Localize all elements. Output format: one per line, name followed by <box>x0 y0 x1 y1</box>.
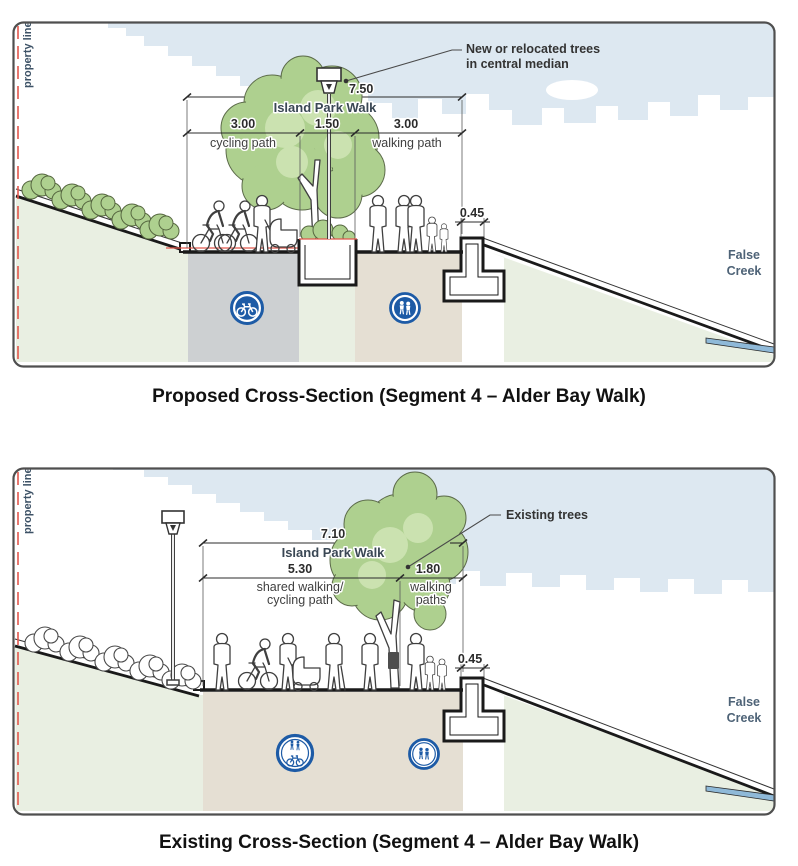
pedestrian-sign-icon <box>408 738 440 770</box>
seawall-footing <box>442 676 506 743</box>
tree-annotation-line2: in central median <box>466 57 569 71</box>
shared-path-label-line2: cycling path <box>267 593 333 607</box>
shore-slope-ground <box>489 252 774 362</box>
proposed-cross-section-diagram: property line 7.50 Island Park Walk 3.00… <box>12 21 776 368</box>
water-name-line2: Creek <box>727 264 762 278</box>
dim-shared: 5.30 <box>288 562 312 576</box>
dim-walking: 1.80 <box>416 562 440 576</box>
water-name-line2: Creek <box>727 711 762 725</box>
shore-slope-ground <box>489 690 774 811</box>
dim-walking: 3.00 <box>394 117 418 131</box>
walking-path-label: walking path <box>371 136 442 150</box>
dim-total: 7.10 <box>321 527 345 541</box>
proposed-caption: Proposed Cross-Section (Segment 4 – Alde… <box>152 386 646 407</box>
dim-seawall-cap: 0.45 <box>460 206 484 220</box>
dim-seawall-cap: 0.45 <box>458 652 482 666</box>
dimensions <box>182 92 490 248</box>
walk-name-label: Island Park Walk <box>282 545 386 560</box>
pedestrian-sign-icon <box>389 292 421 324</box>
pedestrian-with-cane <box>325 632 346 691</box>
sky-skyline <box>108 23 774 125</box>
seawall-footing <box>442 236 506 303</box>
water-name-line1: False <box>728 248 760 262</box>
walk-name-label: Island Park Walk <box>274 100 378 115</box>
existing-cross-section-diagram: property line 7.10 Island Park Walk 5.30… <box>12 467 776 816</box>
dimensions <box>198 538 490 686</box>
tree-annotation: Existing trees <box>506 508 588 522</box>
diagram-frame <box>12 21 776 368</box>
shore-slope-surface <box>482 677 775 798</box>
tree-annotation-leader <box>405 514 501 570</box>
median-tree-trunk <box>297 159 321 243</box>
tree-annotation-leader <box>343 49 462 84</box>
lamp-post <box>161 510 185 686</box>
median-ground <box>299 285 356 362</box>
diagram-frame <box>12 467 776 816</box>
walking-paths-label-line1: walking <box>409 580 452 594</box>
tree-guard <box>388 652 399 669</box>
seawall-footing-inner <box>449 683 499 736</box>
seawall-footing-inner <box>449 243 499 296</box>
shared-path-label-line1: shared walking/ <box>257 580 344 594</box>
shared-path-sign-icon <box>275 733 315 773</box>
path-users <box>213 632 447 692</box>
dim-total: 7.50 <box>349 82 373 96</box>
left-bank-ground <box>15 645 203 811</box>
property-line-label: property line <box>22 21 34 88</box>
cloud <box>546 80 598 100</box>
bicycle-sign-icon <box>230 291 264 325</box>
water-name-line1: False <box>728 695 760 709</box>
cycling-path-label: cycling path <box>210 136 276 150</box>
lamp-post <box>316 67 342 239</box>
dim-cycling: 3.00 <box>231 117 255 131</box>
existing-tree-canopy <box>329 471 469 631</box>
median-planter <box>297 238 358 287</box>
existing-caption: Existing Cross-Section (Segment 4 – Alde… <box>158 832 640 853</box>
tree-annotation-line1: New or relocated trees <box>466 42 600 56</box>
dim-median: 1.50 <box>315 117 339 131</box>
walking-paths-label-line2: paths <box>416 593 447 607</box>
planter-shrubs <box>300 219 356 244</box>
property-line-label: property line <box>22 467 34 534</box>
shore-slope-surface <box>482 237 775 353</box>
